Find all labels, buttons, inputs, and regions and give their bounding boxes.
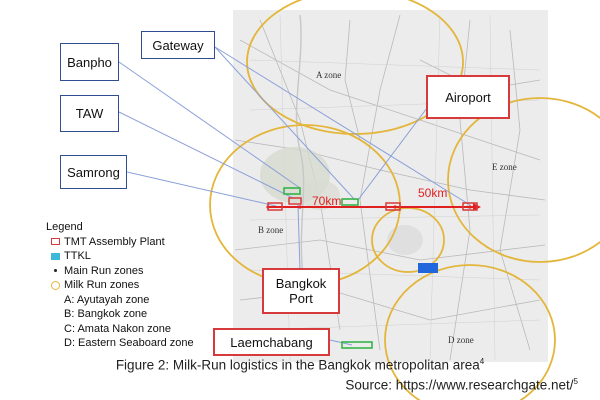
legend-label: D: Eastern Seaboard zone <box>64 337 194 349</box>
ttkl-airport <box>341 198 359 206</box>
route-dots <box>266 205 472 209</box>
zone-label-b: B zone <box>258 225 284 235</box>
taw-label: TAW <box>75 106 104 121</box>
legend-item: B: Bangkok zone <box>46 307 246 322</box>
leader-gateway <box>214 46 356 201</box>
airport-label-box: Airoport <box>426 75 510 119</box>
legend-label: Milk Run zones <box>64 279 140 291</box>
samrong-label-box: Samrong <box>60 155 127 189</box>
bangkok-port-label-box: Bangkok Port <box>262 268 340 314</box>
leader-banpho <box>118 61 301 189</box>
samrong-label: Samrong <box>67 164 120 180</box>
distance-east: 50km <box>418 186 448 200</box>
leader-bangkok-port <box>297 204 301 271</box>
leader-taw <box>118 111 294 199</box>
leader-airport <box>357 99 434 201</box>
ttkl-icon <box>50 252 60 260</box>
legend-title-text: Legend <box>46 221 83 233</box>
leader-gateway-east <box>214 46 471 206</box>
plant-samrong <box>267 202 283 211</box>
port-marker <box>418 263 438 273</box>
gateway-label-box: Gateway <box>141 31 215 59</box>
legend-item: C: Amata Nakon zone <box>46 322 246 337</box>
plant-gateway <box>385 202 401 211</box>
legend-label: TMT Assembly Plant <box>64 235 165 248</box>
laemchabang-label-box: Laemchabang <box>213 328 330 356</box>
legend-item: Main Run zones <box>46 264 246 279</box>
legend-item: A: Ayutayah zone <box>46 293 246 308</box>
laemchabang-label: Laemchabang <box>230 334 313 350</box>
banpho-label-box: Banpho <box>60 43 119 81</box>
zone-label-a: A zone <box>316 70 342 80</box>
legend-label: Main Run zones <box>64 264 144 277</box>
leader-lines <box>118 46 434 346</box>
leader-samrong <box>126 171 277 207</box>
plant-east <box>462 202 478 211</box>
legend-item: TMT Assembly Plant <box>46 235 246 250</box>
bangkok-port-label-line2: Port <box>289 291 313 306</box>
ttkl-bangkok <box>283 187 301 195</box>
airport-label: Airoport <box>445 89 491 105</box>
legend-title: Legend <box>46 220 246 235</box>
legend-label: B: Bangkok zone <box>64 308 148 320</box>
tmt-plant-icon <box>50 238 60 246</box>
source-text: Source: https://www.researchgate.net/ <box>345 377 574 393</box>
zone-label-d: D zone <box>448 335 474 345</box>
main-run-dot-icon <box>53 269 57 273</box>
taw-label-box: TAW <box>60 95 119 132</box>
plant-banpho <box>288 197 302 205</box>
ttkl-laemchabang <box>341 341 373 349</box>
caption-superscript: 4 <box>479 357 485 366</box>
distance-west: 70km <box>312 194 342 208</box>
banpho-label: Banpho <box>67 54 112 70</box>
figure-caption: Figure 2: Milk-Run logistics in the Bang… <box>0 357 600 373</box>
bangkok-port-label-line1: Bangkok <box>275 276 327 291</box>
milk-run-circle-icon <box>50 280 60 290</box>
zone-circle-d <box>384 264 556 400</box>
gateway-label: Gateway <box>152 37 204 53</box>
zone-label-e: E zone <box>492 162 517 172</box>
legend-label: A: Ayutayah zone <box>64 293 150 306</box>
figure-source: Source: https://www.researchgate.net/5 <box>345 377 578 393</box>
zone-circle-e <box>447 97 600 263</box>
leader-laemchabang <box>329 339 353 346</box>
legend-item: D: Eastern Seaboard zone <box>46 336 246 351</box>
legend-label: TTKL <box>64 250 91 262</box>
legend-label: C: Amata Nakon zone <box>64 322 172 335</box>
legend: Legend TMT Assembly Plant TTKL Main Run … <box>46 220 246 351</box>
caption-text: Figure 2: Milk-Run logistics in the Bang… <box>115 357 480 373</box>
legend-item: Milk Run zones <box>46 278 246 293</box>
tmt-plants <box>267 197 478 211</box>
source-superscript: 5 <box>573 377 578 386</box>
legend-item: TTKL <box>46 249 246 264</box>
